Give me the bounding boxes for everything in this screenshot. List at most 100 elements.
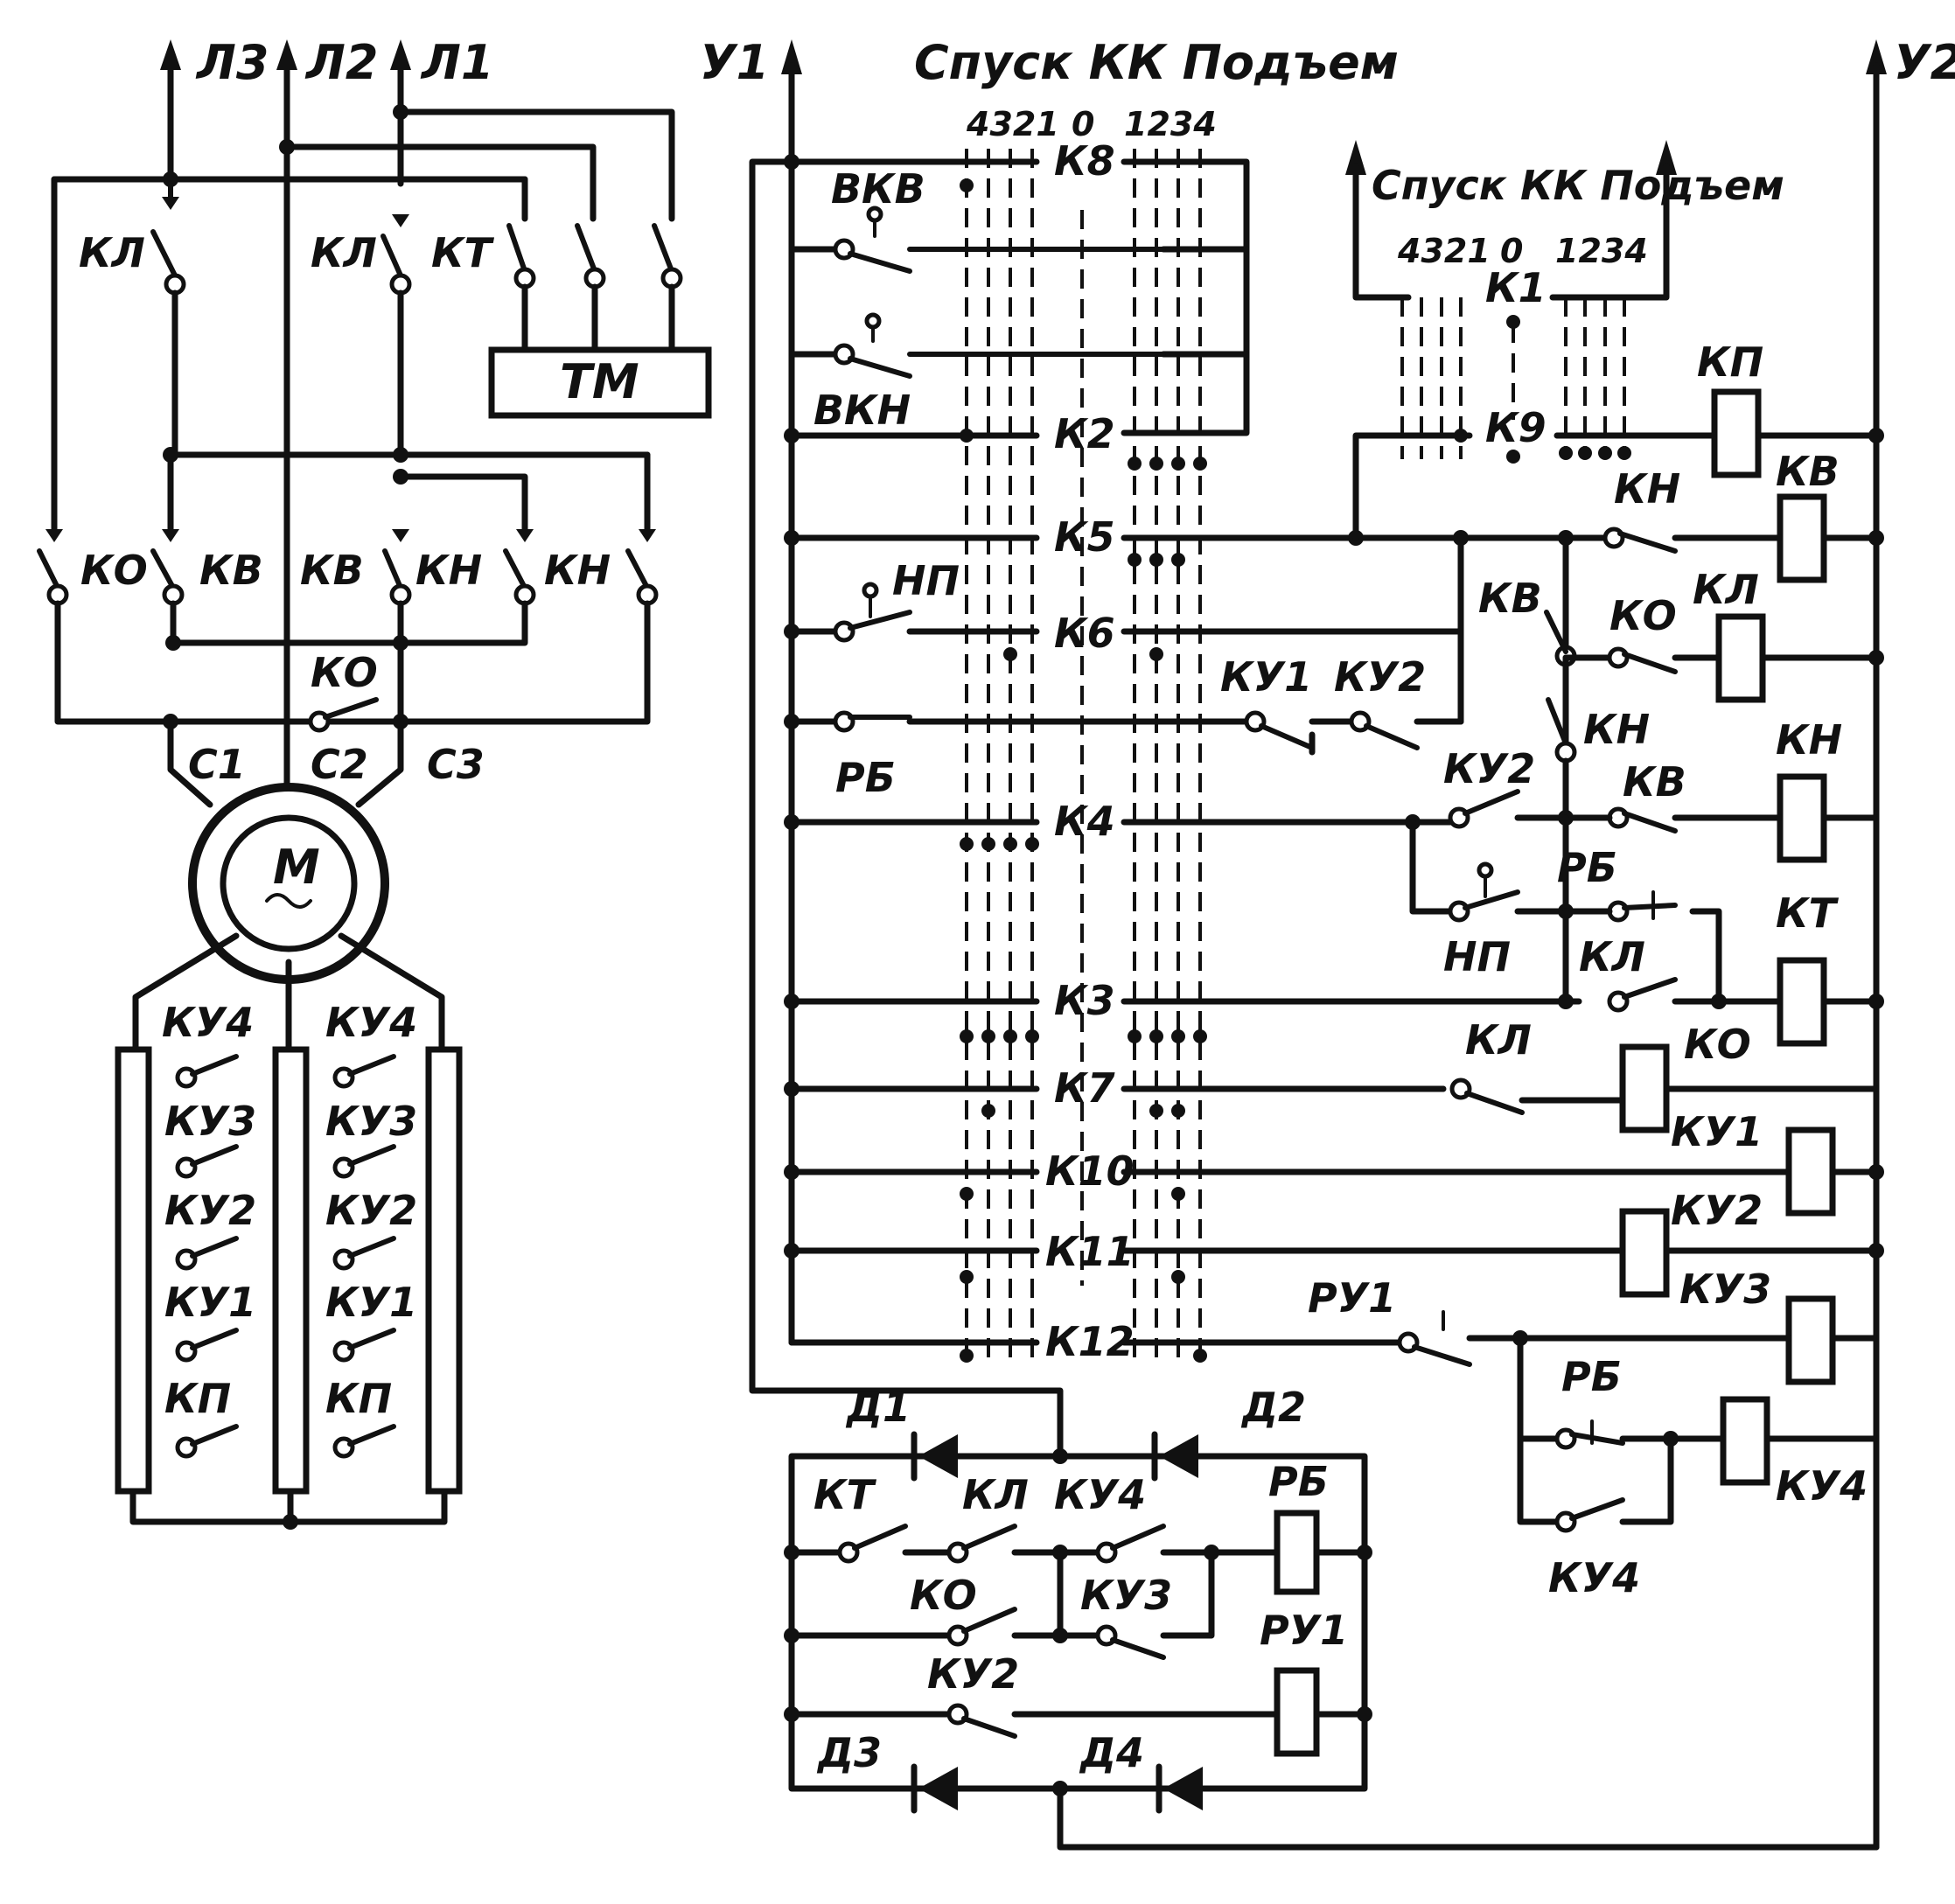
u2-label: У2 xyxy=(1894,35,1955,90)
ku2-bottom-label: КУ2 xyxy=(927,1650,1019,1698)
kv-b-label: КВ xyxy=(1623,758,1686,806)
ku4-r-label: КУ4 xyxy=(162,999,254,1046)
contact-k2: К2 xyxy=(1054,410,1115,457)
d1-label: Д1 xyxy=(845,1384,911,1431)
contact-k9: К9 xyxy=(1485,404,1547,451)
kn-label: КН xyxy=(415,547,482,594)
controller-title: Спуск КК Подъем xyxy=(914,35,1399,90)
ku3-bottom-label: КУ3 xyxy=(1080,1572,1172,1619)
coil-kv-label: КВ xyxy=(1776,448,1840,495)
aux-contacts: КН КВ КО КН КВ xyxy=(1121,428,1884,1601)
ku3-r2-label: КУ3 xyxy=(325,1098,417,1145)
coil-rb xyxy=(1274,1510,1320,1595)
tm-brake-box xyxy=(488,346,712,419)
kl-line-switch xyxy=(150,181,186,458)
ru1-bottom-label: РУ1 xyxy=(1260,1607,1348,1654)
small-positions-right: 1234 xyxy=(1555,232,1648,270)
coil-ku2 xyxy=(1785,1126,1836,1217)
small-positions-zero: 0 xyxy=(1500,232,1523,270)
d4-label: Д4 xyxy=(1079,1729,1144,1776)
small-controller-title: Спуск КК Подъем xyxy=(1372,162,1784,209)
c1-label: С1 xyxy=(188,741,246,788)
ku4-r2-label: КУ4 xyxy=(325,999,417,1046)
np-a-label: НП xyxy=(1443,933,1511,980)
kl-a-label: КЛ xyxy=(1579,933,1645,980)
ku2-r-label: КУ2 xyxy=(164,1187,256,1234)
kn-a-label: КН xyxy=(1614,465,1680,513)
ko-bottom-label: КО xyxy=(910,1572,977,1619)
contact-k4: К4 xyxy=(1054,798,1115,845)
coil-kt xyxy=(1777,957,1827,1047)
contact-k12: К12 xyxy=(1045,1318,1135,1365)
kp-r2-label: КП xyxy=(325,1375,392,1422)
c3-label: С3 xyxy=(427,741,485,788)
kn-b-label: КН xyxy=(1583,706,1650,753)
controller-position-lines xyxy=(965,149,1202,1364)
ku3-r-label: КУ3 xyxy=(164,1098,256,1145)
coil-kn-label: КН xyxy=(1776,716,1842,764)
coil-kv xyxy=(1777,493,1827,583)
ku2-b-label: КУ2 xyxy=(1443,745,1535,792)
resistor-2 xyxy=(272,1046,310,1495)
coil-ku4-label: КУ4 xyxy=(1776,1462,1868,1510)
kt-bottom-label: КТ xyxy=(813,1471,877,1518)
coil-kl-label: КЛ xyxy=(1693,566,1759,613)
d3-label: Д3 xyxy=(816,1729,882,1776)
positions-zero: 0 xyxy=(1072,105,1094,143)
ko2-label: КО xyxy=(311,649,378,696)
ku2-a-label: КУ2 xyxy=(1334,653,1426,701)
positions-right: 1234 xyxy=(1124,105,1217,143)
d2-label: Д2 xyxy=(1240,1384,1306,1431)
kt-switches xyxy=(506,223,683,353)
controller-contact-dots xyxy=(784,154,1207,1363)
motor-label: M xyxy=(273,840,320,895)
vkn-label: ВКН xyxy=(813,387,911,434)
ku1-r2-label: КУ1 xyxy=(325,1279,417,1326)
contact-k11: К11 xyxy=(1045,1228,1135,1275)
contact-k5: К5 xyxy=(1054,513,1115,561)
rb-b-label: РБ xyxy=(1561,1353,1622,1400)
c2-label: С2 xyxy=(311,741,368,788)
ko-label: КО xyxy=(80,547,148,594)
coil-kl xyxy=(1715,613,1766,703)
kl-label: КЛ xyxy=(79,229,145,276)
ku1-r-label: КУ1 xyxy=(164,1279,256,1326)
power-circuit: Л3 Л2 Л1 КЛ КЛ КТ xyxy=(37,35,712,1530)
small-positions-left: 4321 xyxy=(1397,232,1491,270)
positions-left: 4321 xyxy=(966,105,1059,143)
contact-k10: К10 xyxy=(1045,1147,1135,1195)
rb-bottom-label: РБ xyxy=(1268,1458,1329,1505)
motor: M xyxy=(188,783,389,984)
contact-k8: К8 xyxy=(1054,137,1115,185)
coil-ku4 xyxy=(1720,1396,1770,1486)
coil-kp xyxy=(1711,388,1762,478)
contact-k1: К1 xyxy=(1485,264,1547,311)
tm-label: ТМ xyxy=(560,354,639,409)
small-controller: Спуск КК Подъем 4321 0 1234 К1 К9 xyxy=(1345,140,1784,541)
kl2-line-switch xyxy=(381,214,412,458)
coil-ku1-label: КУ1 xyxy=(1671,1108,1763,1155)
ku1-a-label: КУ1 xyxy=(1220,653,1312,701)
kv-a-label: КВ xyxy=(1478,575,1542,622)
kt-label: КТ xyxy=(431,229,495,276)
line-l2-label: Л2 xyxy=(304,35,378,90)
vkv-label: ВКВ xyxy=(831,165,925,213)
coils: КП КВ КЛ КН КТ КУ1 КУ2 КУ3 xyxy=(1619,338,1880,1510)
line-l3-label: Л3 xyxy=(195,35,269,90)
resistor-1 xyxy=(115,1046,152,1495)
ku2-r2-label: КУ2 xyxy=(325,1187,417,1234)
ko-a-label: КО xyxy=(1609,592,1677,639)
resistor-3 xyxy=(425,1046,463,1495)
coil-ku2-label: КУ2 xyxy=(1671,1187,1763,1234)
u1-label: У1 xyxy=(700,35,769,90)
kl-bottom-label: КЛ xyxy=(962,1471,1029,1518)
control-rows: ВКВ ВКН НП xyxy=(788,158,1792,1346)
kp-r-label: КП xyxy=(164,1375,231,1422)
line-l1-label: Л1 xyxy=(420,35,493,90)
coil-kt-label: КТ xyxy=(1776,889,1840,937)
ru1-a-label: РУ1 xyxy=(1308,1274,1396,1322)
ko-b-label: КО xyxy=(1684,1021,1751,1068)
coil-ru1 xyxy=(1274,1667,1320,1757)
coil-kp-label: КП xyxy=(1697,338,1763,386)
